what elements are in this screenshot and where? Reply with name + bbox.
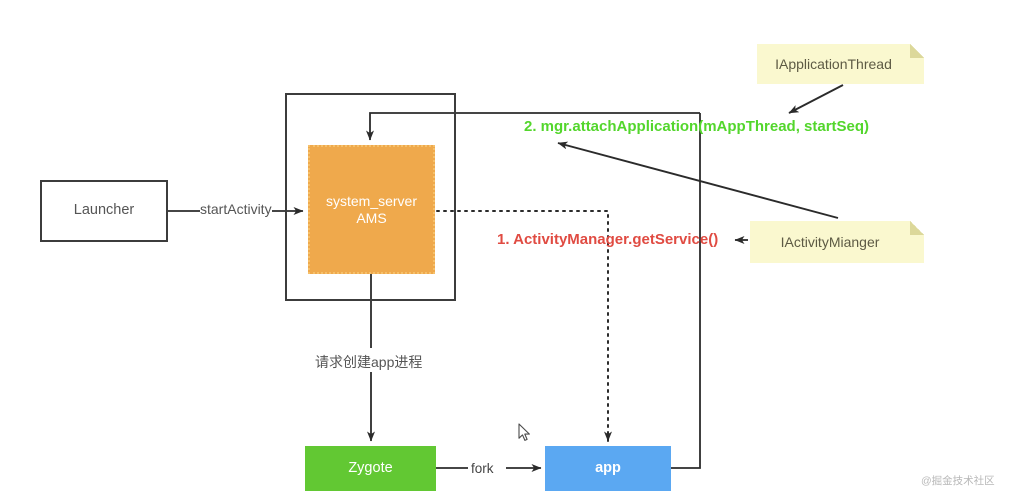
edge-app-to-ams-attach: [366, 112, 700, 141]
node-ams-label: system_server AMS: [310, 147, 433, 272]
note-iactivitymianger[interactable]: IActivityMianger: [750, 221, 924, 263]
node-app-label: app: [595, 459, 621, 476]
node-launcher[interactable]: Launcher: [40, 180, 168, 242]
note-iactivitymianger-label: IActivityMianger: [780, 233, 880, 250]
edge-iactivity-to-step2: [557, 141, 839, 219]
node-zygote-label: Zygote: [348, 459, 393, 476]
note-fold-icon: [910, 44, 924, 58]
watermark: @掘金技术社区: [921, 475, 995, 487]
node-system-server-boundary[interactable]: [285, 93, 456, 301]
node-ams[interactable]: system_server AMS: [308, 145, 435, 274]
note-fold-icon: [910, 221, 924, 235]
edge-iappthread-to-step2: [788, 84, 844, 114]
node-ams-line2: AMS: [356, 209, 387, 226]
node-ams-line1: system_server: [325, 192, 418, 209]
note-iapplicationthread-label: IApplicationThread: [775, 55, 892, 72]
node-app[interactable]: app: [545, 446, 671, 491]
node-zygote[interactable]: Zygote: [305, 446, 436, 491]
node-launcher-label: Launcher: [73, 202, 135, 219]
edge-ams-to-app-dotted: [436, 210, 612, 442]
note-iapplicationthread[interactable]: IApplicationThread: [757, 44, 924, 84]
edge-app-right-riser: [671, 113, 701, 469]
